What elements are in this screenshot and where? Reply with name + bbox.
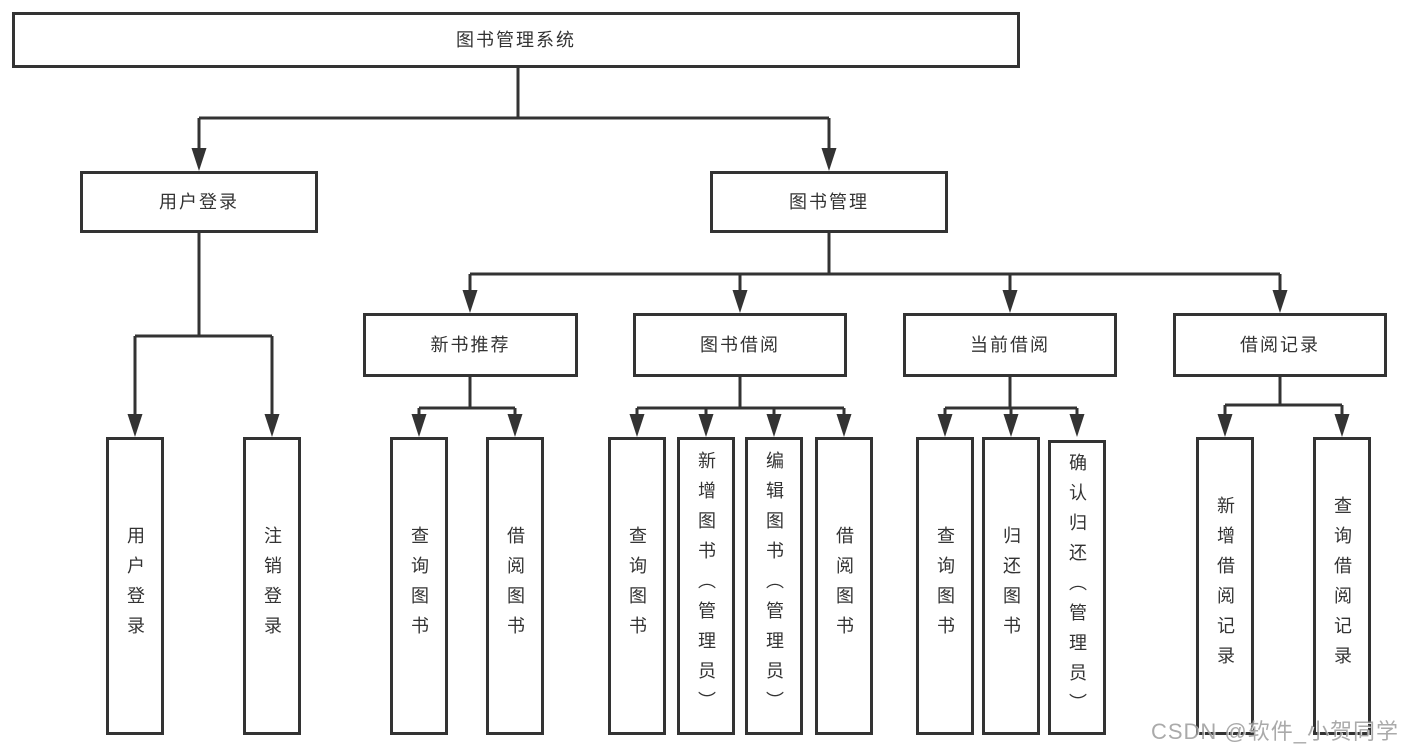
arrow-down-icon bbox=[1334, 414, 1350, 437]
node-label: 确认归还（管理员） bbox=[1067, 452, 1087, 723]
connector-user-login-children bbox=[127, 233, 280, 437]
node-label: 用户登录 bbox=[125, 526, 145, 646]
node-label: 新增借阅记录 bbox=[1215, 496, 1235, 676]
connector-current-borrow-children bbox=[937, 377, 1085, 437]
leaf-user-login: 用户登录 bbox=[106, 437, 164, 735]
node-label: 新书推荐 bbox=[430, 335, 511, 355]
arrow-down-icon bbox=[766, 414, 782, 437]
arrow-down-icon bbox=[1003, 414, 1019, 437]
arrow-down-icon bbox=[127, 414, 143, 437]
connector-borrow-record-children bbox=[1217, 377, 1350, 437]
arrow-down-icon bbox=[698, 414, 714, 437]
node-label: 图书管理 bbox=[789, 192, 869, 212]
connector-book-borrow-children bbox=[629, 377, 852, 437]
node-user-login: 用户登录 bbox=[80, 171, 318, 233]
arrow-down-icon bbox=[1217, 414, 1233, 437]
node-label: 查询图书 bbox=[935, 526, 955, 646]
connector-new-book-children bbox=[411, 377, 523, 437]
leaf-add-borrow-record: 新增借阅记录 bbox=[1196, 437, 1254, 735]
leaf-borrow-books: 借阅图书 bbox=[815, 437, 873, 735]
node-new-book-recommend: 新书推荐 bbox=[363, 313, 578, 377]
node-library-system: 图书管理系统 bbox=[12, 12, 1020, 68]
leaf-add-books-admin: 新增图书（管理员） bbox=[677, 437, 735, 735]
connector-root-to-level2 bbox=[191, 67, 837, 171]
leaf-query-borrow-record: 查询借阅记录 bbox=[1313, 437, 1371, 735]
arrow-down-icon bbox=[629, 414, 645, 437]
arrow-down-icon bbox=[507, 414, 523, 437]
node-book-borrow: 图书借阅 bbox=[633, 313, 847, 377]
arrow-down-icon bbox=[1272, 290, 1288, 313]
csdn-watermark: CSDN @软件_小贺同学 bbox=[1150, 719, 1399, 744]
node-label: 借阅图书 bbox=[834, 526, 854, 646]
node-current-borrow: 当前借阅 bbox=[903, 313, 1117, 377]
node-label: 查询图书 bbox=[627, 526, 647, 646]
arrow-down-icon bbox=[264, 414, 280, 437]
arrow-down-icon bbox=[1069, 414, 1085, 437]
node-label: 图书借阅 bbox=[700, 335, 780, 355]
arrow-down-icon bbox=[411, 414, 427, 437]
leaf-logout: 注销登录 bbox=[243, 437, 301, 735]
node-label: 查询图书 bbox=[409, 526, 429, 646]
node-label: 归还图书 bbox=[1001, 526, 1021, 646]
node-book-management: 图书管理 bbox=[710, 171, 948, 233]
leaf-borrow-books-recommend: 借阅图书 bbox=[486, 437, 544, 735]
arrow-down-icon bbox=[836, 414, 852, 437]
node-label: 编辑图书（管理员） bbox=[764, 451, 784, 721]
node-label: 新增图书（管理员） bbox=[696, 451, 716, 721]
leaf-query-books-current: 查询图书 bbox=[916, 437, 974, 735]
arrow-down-icon bbox=[937, 414, 953, 437]
node-label: 借阅图书 bbox=[505, 526, 525, 646]
arrow-down-icon bbox=[462, 290, 478, 313]
arrow-down-icon bbox=[191, 148, 207, 171]
node-label: 注销登录 bbox=[262, 526, 282, 646]
arrow-down-icon bbox=[821, 148, 837, 171]
node-label: 用户登录 bbox=[159, 192, 239, 212]
arrow-down-icon bbox=[732, 290, 748, 313]
arrow-down-icon bbox=[1002, 290, 1018, 313]
leaf-query-books-borrow: 查询图书 bbox=[608, 437, 666, 735]
node-label: 查询借阅记录 bbox=[1332, 496, 1352, 676]
node-label: 借阅记录 bbox=[1240, 335, 1320, 355]
leaf-confirm-return-admin: 确认归还（管理员） bbox=[1048, 440, 1106, 735]
node-label: 图书管理系统 bbox=[456, 30, 576, 50]
connector-book-management-children bbox=[462, 233, 1288, 313]
leaf-query-books-recommend: 查询图书 bbox=[390, 437, 448, 735]
leaf-edit-books-admin: 编辑图书（管理员） bbox=[745, 437, 803, 735]
node-borrow-records: 借阅记录 bbox=[1173, 313, 1387, 377]
node-label: 当前借阅 bbox=[970, 335, 1050, 355]
leaf-return-books: 归还图书 bbox=[982, 437, 1040, 735]
